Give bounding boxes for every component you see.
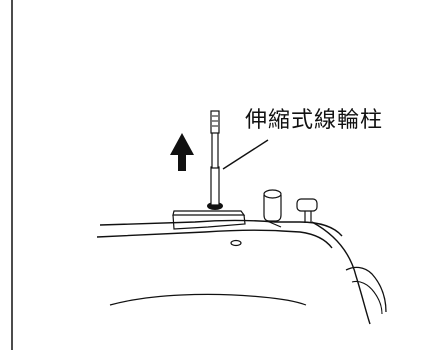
machine-top-edge [99, 219, 343, 237]
bobbin-pin-body [263, 195, 282, 222]
bobbin-pin-top [263, 189, 282, 199]
spool-pin-top-cap [210, 110, 220, 134]
callout-leader-line [222, 139, 269, 170]
up-arrow-icon [170, 133, 194, 171]
spool-base-plate-side [172, 214, 246, 230]
machine-right-arc-inner [351, 280, 383, 315]
spool-pin-middle-section [211, 131, 219, 169]
spool-pin-lower-section [210, 166, 220, 206]
machine-lower-contour [109, 293, 307, 306]
machine-front-edge [96, 229, 333, 249]
bobbin-pin-base-line [266, 220, 282, 228]
machine-right-shoulder [311, 221, 371, 325]
machine-right-arc-outer [345, 266, 387, 313]
spool-base-plate-top [172, 210, 246, 216]
bobbin-stopper-head [296, 198, 318, 212]
machine-oval-hole [230, 239, 242, 247]
spool-pin-label: 伸縮式線輪柱 [245, 108, 384, 133]
